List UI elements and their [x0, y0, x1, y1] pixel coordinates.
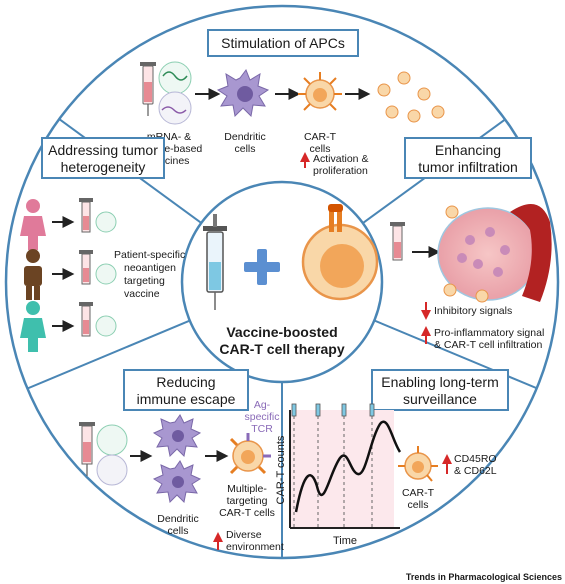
patient-1-icon: [20, 199, 46, 250]
right-effect-3: & CAR-T cell infiltration: [434, 339, 542, 351]
plus-icon: [244, 249, 280, 285]
bl-vaccine-1-icon: [96, 424, 128, 456]
top-effect-1: Activation &: [313, 153, 368, 165]
title-heterogeneity-1: Addressing tumor: [48, 142, 158, 158]
left-vaccine-label-2: neoantigen: [124, 262, 176, 274]
top-proliferated-cart-cells-icon: [377, 71, 445, 123]
left-syringe-2-icon: [79, 250, 93, 285]
bl-tcr-label-3: TCR: [251, 423, 273, 435]
right-effect-1: Inhibitory signals: [434, 305, 512, 317]
center-syringe-icon: [203, 214, 227, 310]
title-box-surveillance: [371, 369, 509, 411]
section-stimulation-of-apcs: Stimulation of APCs mRNA- & peptide-base…: [136, 29, 445, 177]
center-title-line2: CAR-T cell therapy: [219, 341, 344, 357]
br-cart-label-1: CAR-T: [402, 487, 435, 499]
left-vaccine-1-icon: [95, 211, 117, 233]
bl-dc-label-1: Dendritic: [157, 513, 198, 525]
left-vaccine-2-icon: [95, 263, 117, 285]
bl-tcr-label-1: Ag-: [254, 399, 271, 411]
title-surveillance-2: surveillance: [403, 391, 477, 407]
title-infiltration-2: tumor infiltration: [418, 159, 518, 175]
title-immune-escape-1: Reducing: [156, 374, 215, 390]
top-cart-cell-icon: [298, 72, 342, 111]
bl-dendritic-cells-icon: [152, 414, 202, 504]
top-effect-2: proliferation: [313, 165, 368, 177]
br-cart-label-2: cells: [407, 499, 428, 511]
title-infiltration-1: Enhancing: [435, 142, 501, 158]
patient-3-icon: [20, 301, 46, 352]
left-vaccine-label-4: vaccine: [124, 288, 160, 300]
center-title-line1: Vaccine-boosted: [226, 324, 337, 340]
left-vaccine-3-icon: [95, 315, 117, 337]
section-long-term-surveillance: Enabling long-term surveillance CAR-T co…: [275, 369, 509, 547]
right-syringe-icon: [390, 222, 405, 261]
surveillance-dose-lines: [293, 416, 373, 528]
top-dc-label-2: cells: [234, 143, 255, 155]
surveillance-curve: [294, 420, 402, 513]
title-immune-escape-2: immune escape: [137, 391, 236, 407]
center-cart-cell-icon: [301, 204, 379, 301]
left-vaccine-label-1: Patient-specific: [114, 249, 185, 261]
br-marker-2: & CD62L: [454, 465, 497, 477]
bl-cart-label-3: CAR-T cells: [219, 507, 275, 519]
top-cart-label-2: cells: [309, 143, 330, 155]
title-stimulation: Stimulation of APCs: [221, 35, 345, 51]
bl-effect-2: environment: [226, 541, 284, 553]
top-cart-label-1: CAR-T: [304, 131, 337, 143]
title-box-immune-escape: [123, 369, 249, 411]
surveillance-dose-syringes-icon: [291, 403, 375, 417]
title-box-infiltration: [404, 137, 532, 179]
bl-cart-label-2: targeting: [227, 495, 268, 507]
bl-dc-label-2: cells: [167, 525, 188, 537]
section-enhancing-tumor-infiltration: Enhancing tumor infiltration Inhibitory …: [390, 137, 552, 351]
peptide-vaccine-icon: [158, 91, 192, 125]
surveillance-ylabel: CAR-T counts: [275, 435, 287, 504]
right-effect-2: Pro-inflammatory signal: [434, 327, 544, 339]
surveillance-xlabel: Time: [333, 535, 357, 547]
br-marker-1: CD45RO: [454, 453, 497, 465]
tumor-tissue-icon: [437, 205, 539, 303]
section-addressing-tumor-heterogeneity: Addressing tumor heterogeneity: [20, 137, 185, 352]
section-reducing-immune-escape: Reducing immune escape Dendritic cells A…: [79, 369, 284, 553]
top-syringe-icon: [140, 62, 156, 116]
title-surveillance-1: Enabling long-term: [381, 374, 499, 390]
left-vaccine-label-3: targeting: [124, 275, 165, 287]
left-syringe-1-icon: [79, 198, 93, 233]
bl-cart-label-1: Multiple-: [227, 483, 267, 495]
bl-cart-cell-icon: [229, 433, 271, 475]
title-box-heterogeneity: [41, 137, 165, 179]
blood-vessel-icon: [510, 204, 552, 302]
title-heterogeneity-2: heterogeneity: [61, 159, 146, 175]
title-box-stimulation: [207, 29, 359, 57]
top-dendritic-cell-icon: [216, 68, 270, 118]
bl-effect-1: Diverse: [226, 529, 262, 541]
footer-journal: Trends in Pharmacological Sciences: [406, 572, 562, 582]
bl-vaccine-2-icon: [96, 454, 128, 486]
top-dc-label-1: Dendritic: [224, 131, 265, 143]
bl-tcr-label-2: specific: [244, 411, 279, 423]
left-syringe-3-icon: [79, 302, 93, 337]
br-cart-cell-icon: [398, 446, 438, 482]
bl-syringe-icon: [79, 422, 95, 476]
patient-2-icon: [24, 249, 42, 300]
